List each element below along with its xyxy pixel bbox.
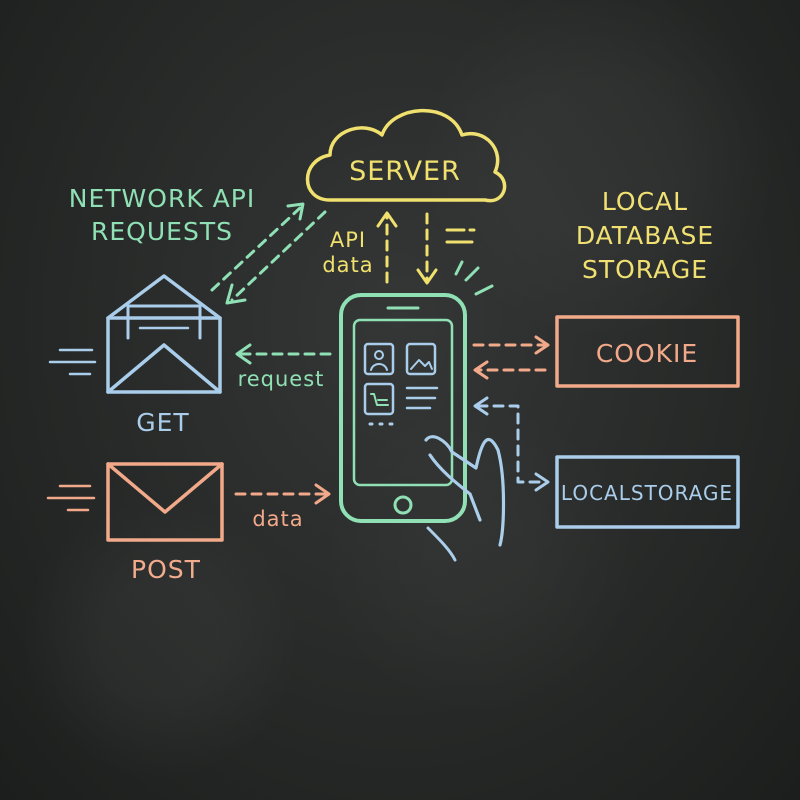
network-title-line2: REQUESTS bbox=[91, 217, 233, 246]
localstorage-box bbox=[555, 455, 740, 529]
cookie-box bbox=[555, 315, 740, 388]
localstorage-label: LOCALSTORAGE bbox=[561, 481, 733, 505]
phone-app-icons bbox=[363, 342, 439, 426]
phone-cookie-arrows bbox=[472, 335, 550, 380]
request-label: request bbox=[238, 367, 325, 391]
local-title-line2: DATABASE bbox=[576, 221, 714, 250]
smartphone-icon bbox=[339, 260, 494, 523]
get-label: GET bbox=[136, 408, 189, 437]
post-label: POST bbox=[131, 555, 201, 584]
cookie-label: COOKIE bbox=[596, 339, 698, 368]
local-title-line1: LOCAL bbox=[602, 187, 688, 216]
closed-envelope-icon bbox=[46, 462, 224, 542]
envelope-server-arrows bbox=[210, 202, 327, 305]
data-label: data bbox=[252, 507, 303, 531]
data-arrow bbox=[234, 483, 331, 505]
local-title-line3: STORAGE bbox=[582, 255, 708, 284]
api-label: API bbox=[330, 228, 366, 252]
api-data-label: data bbox=[322, 253, 373, 277]
server-phone-arrows bbox=[376, 211, 476, 285]
phone-localstorage-arrows bbox=[473, 396, 550, 492]
open-envelope-icon bbox=[48, 274, 222, 394]
request-arrow bbox=[235, 343, 332, 365]
hand-icon bbox=[424, 435, 506, 562]
network-title-line1: NETWORK API bbox=[69, 184, 255, 213]
cloud-icon bbox=[305, 108, 507, 203]
server-label: SERVER bbox=[349, 156, 461, 187]
